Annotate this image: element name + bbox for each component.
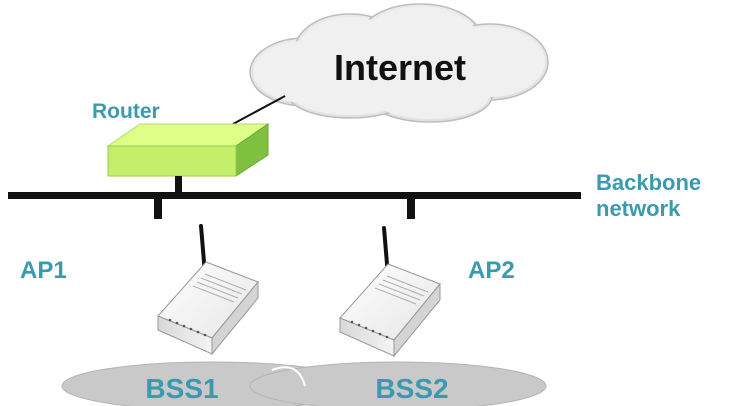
bss1-label: BSS1 [145,373,218,404]
access-point-icon [157,224,259,356]
cloud-icon [249,3,549,123]
backbone-line [8,192,581,199]
ap1-label: AP1 [20,257,67,284]
ap2-drop-connector [407,199,415,219]
ap2-label: AP2 [468,257,515,284]
access-point-icon [339,226,441,358]
bss2-label: BSS2 [375,373,448,404]
router-backbone-connector [175,176,182,194]
backbone-label-line2: network [596,196,681,221]
router-cloud-link [232,95,286,125]
bss-overlap-outline [271,366,306,387]
backbone-label-line1: Backbone [596,170,701,195]
bss2-area [249,361,547,406]
ap1-drop-connector [154,199,162,219]
router-icon [106,123,270,177]
router-label: Router [92,100,160,123]
cloud-label: Internet [334,47,466,88]
